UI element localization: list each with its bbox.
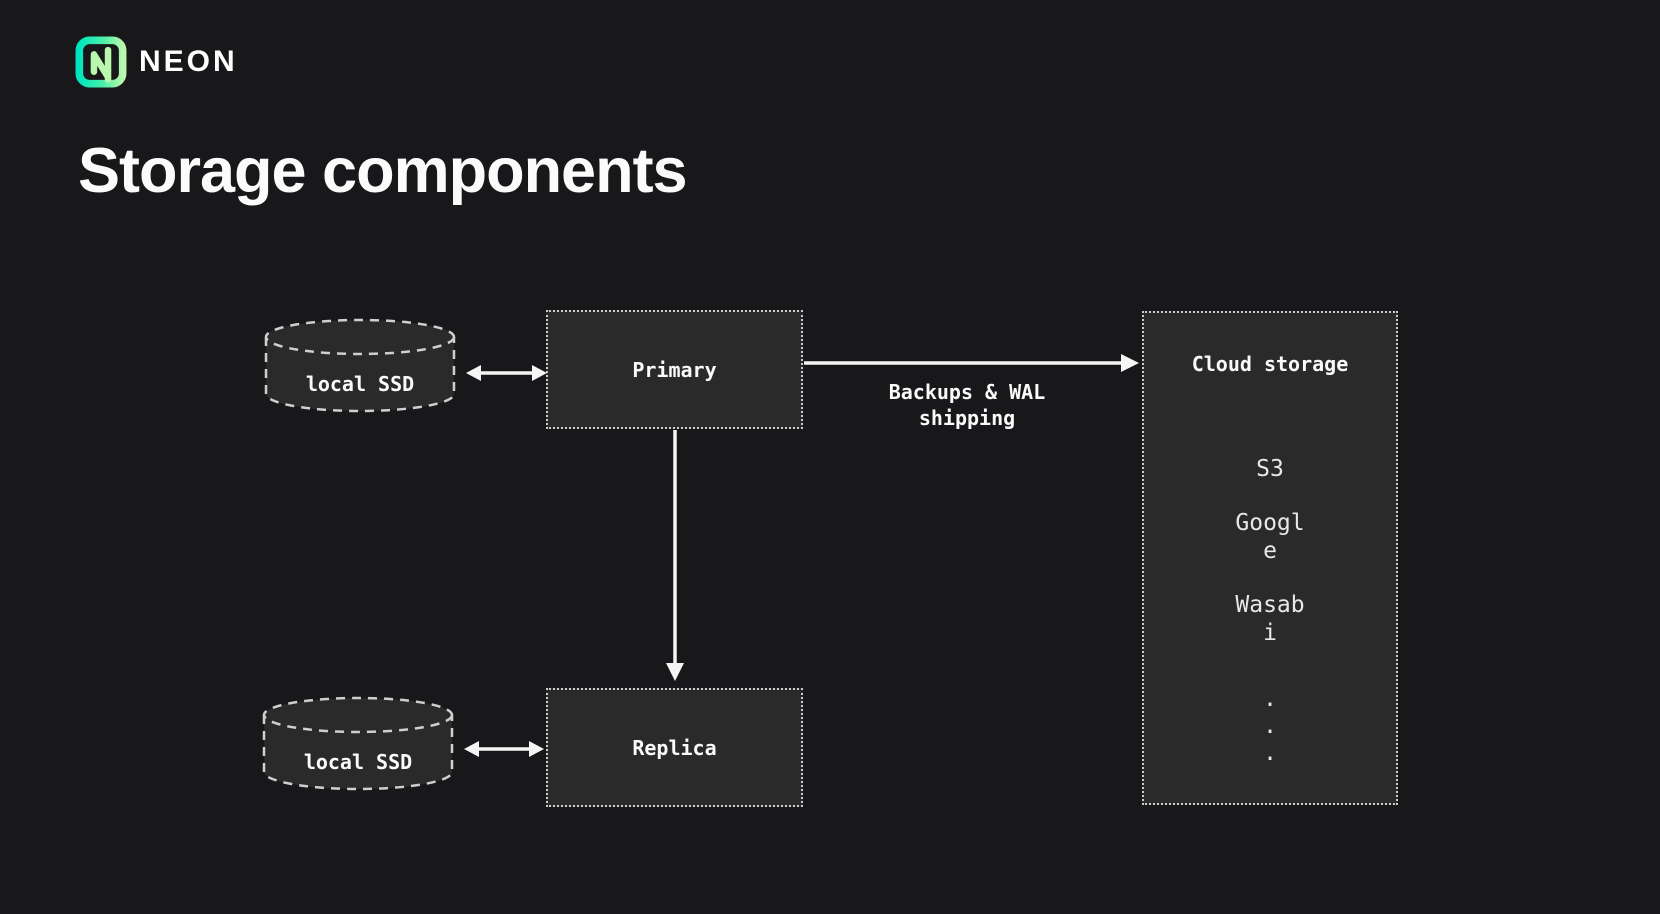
cloud-provider-s3: S3 <box>1256 456 1284 482</box>
neon-logo-icon <box>75 36 127 88</box>
local-ssd-top-node: local SSD <box>263 317 457 415</box>
replica-label: Replica <box>632 735 717 760</box>
primary-label: Primary <box>632 357 717 382</box>
local-ssd-top-label: local SSD <box>305 372 415 396</box>
page-title: Storage components <box>78 136 688 206</box>
replica-node: Replica <box>546 688 803 807</box>
cloud-provider-wasabi: Wasabi <box>1235 592 1305 646</box>
arrow-ssd-replica <box>464 741 544 757</box>
local-ssd-bottom-label: local SSD <box>303 750 413 774</box>
brand-wordmark: NEON <box>139 45 238 78</box>
primary-node: Primary <box>546 310 803 429</box>
local-ssd-bottom-node: local SSD <box>261 695 455 793</box>
brand: NEON <box>75 36 238 88</box>
cloud-ellipsis: . . . <box>1263 686 1277 767</box>
cloud-storage-title: Cloud storage <box>1191 352 1349 376</box>
cloud-provider-google: Google <box>1235 510 1305 564</box>
cloud-provider-list: S3 Google Wasabi <box>1235 455 1304 673</box>
backups-wal-label: Backups & WAL shipping <box>888 380 1046 430</box>
arrow-primary-cloud <box>804 354 1139 372</box>
ellipsis-dot: . <box>1263 686 1277 712</box>
cloud-storage-node: Cloud storage S3 Google Wasabi . . . <box>1142 311 1398 805</box>
ellipsis-dot: . <box>1263 713 1277 739</box>
cylinder-shape <box>264 318 456 413</box>
cylinder-shape <box>262 696 454 791</box>
arrow-ssd-primary <box>466 365 547 381</box>
arrow-primary-replica <box>666 430 684 681</box>
ellipsis-dot: . <box>1263 740 1277 766</box>
